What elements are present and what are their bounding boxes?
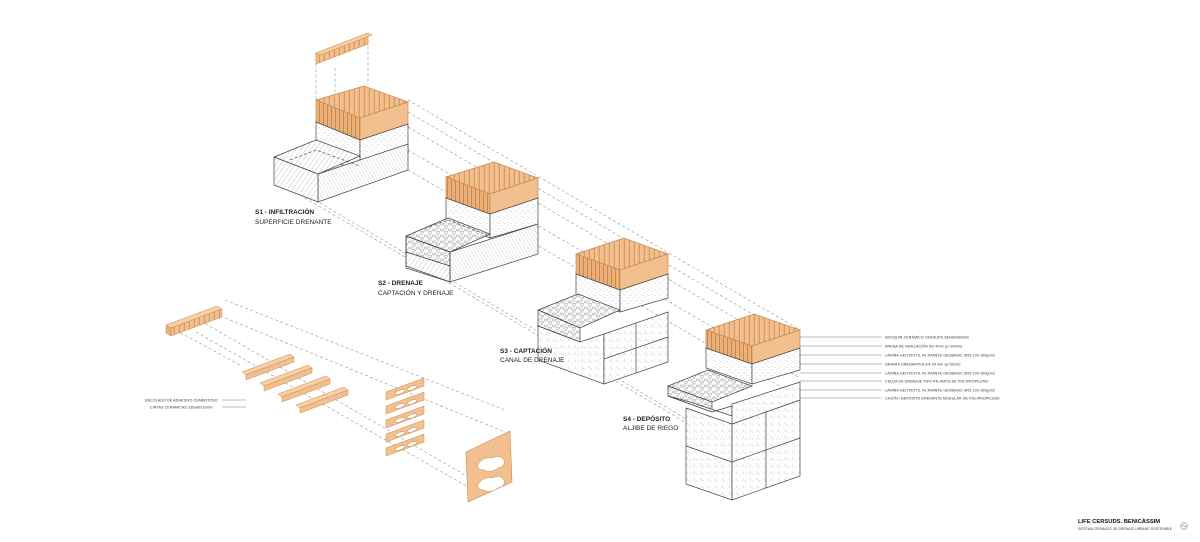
section-s1-label: S1 - INFILTRACIÓN SUPERFICIE DRENANTE [255,207,332,226]
tile-part-adhesive: ENCOLADO DE ADHESIVO CEMENTOSO [145,399,218,403]
section-s2-block [405,161,540,283]
tile-exploded: ENCOLADO DE ADHESIVO CEMENTOSO CINTAS CE… [145,305,513,503]
section-s2-code: S2 - DRENAJE [378,280,423,287]
section-s4-desc: ALJIBE DE RIEGO [623,425,678,432]
section-s1-code: S1 - INFILTRACIÓN [255,207,314,216]
legend-layer-7: LÁMINA GEOTEXTIL FILTRANTE GEOBASIC SRS … [885,389,995,393]
section-s4-label: S4 - DEPÓSITO ALJIBE DE RIEGO [623,414,678,432]
adhesive-pieces [385,377,425,457]
legend-layer-1: ADOQUÍN CERÁMICO CERSUDS 330x80x80mm [885,336,969,340]
legend-layer-6: CELDA DE DRENAJE TIPO ATLANTIS DE POLIPR… [885,380,989,384]
layer-legend: ADOQUÍN CERÁMICO CERSUDS 330x80x80mm ARE… [800,336,1000,401]
section-s4-block [667,313,802,501]
section-s1-desc: SUPERFICIE DRENANTE [255,219,332,226]
tile-piece-top [315,32,373,65]
tile-part-strips: CINTAS CERÁMICAS 330x80x10mm [150,406,213,410]
legend-layer-3: LÁMINA GEOTEXTIL FILTRANTE GEOBASIC SRS … [885,354,995,358]
section-s1-block [273,85,410,203]
legend-layer-4: GRAVAS DRENANTES 0/4-20 mm (e=20cm) [885,363,961,367]
section-s2-label: S2 - DRENAJE CAPTACIÓN Y DRENAJE [378,280,454,297]
project-title: LIFE CERSUDS. BENICÀSSIM [1078,518,1160,525]
section-s3-label: S3 - CAPTACIÓN CANAL DE DRENAJE [500,346,565,364]
legend-layer-2: ARENA DE NIVELACIÓN 0/2-4mm (e=30mm) [885,344,962,349]
section-s3-desc: CANAL DE DRENAJE [500,357,565,364]
section-s2-desc: CAPTACIÓN Y DRENAJE [378,288,454,297]
north-arrow-icon [1180,522,1188,530]
legend-layer-5: LÁMINA GEOTEXTIL FILTRANTE GEOBASIC SRS … [885,372,995,376]
project-title-block: LIFE CERSUDS. BENICÀSSIM SISTEMA CERÁMIC… [1078,518,1188,531]
ceramic-strips [241,353,349,414]
section-s3-block [537,237,670,385]
section-s3-code: S3 - CAPTACIÓN [500,346,552,355]
legend-layer-8: CAJÓN / DEPÓSITO DRENANTE MODULAR DE POL… [885,396,1000,401]
tile-face-panel [465,430,513,503]
project-subtitle: SISTEMA CERÁMICO DE DRENAJE URBANO SOSTE… [1078,527,1173,531]
section-s4-code: S4 - DEPÓSITO [623,414,670,423]
